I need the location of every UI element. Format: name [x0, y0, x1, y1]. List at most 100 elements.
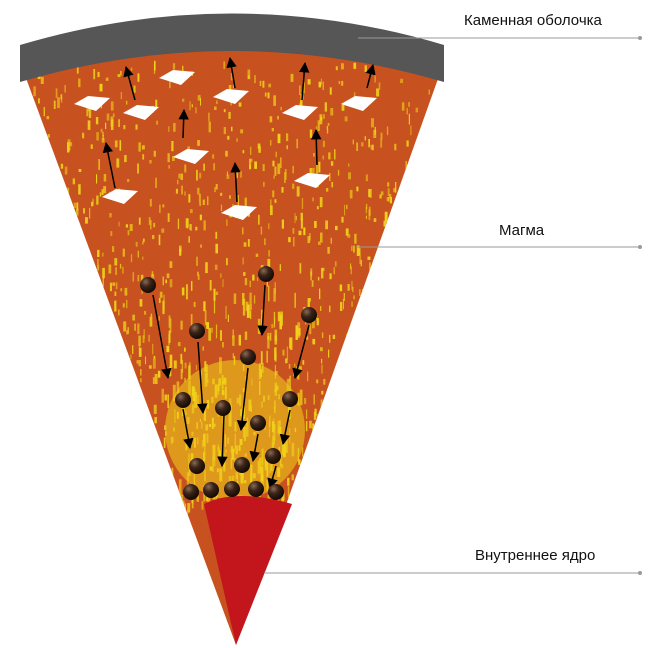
speckle: [196, 257, 197, 266]
speckle: [68, 148, 70, 151]
speckle: [291, 74, 294, 82]
speckle: [104, 174, 107, 182]
speckle: [216, 325, 217, 339]
hot-zone: [165, 360, 305, 500]
speckle: [276, 152, 277, 158]
speckle: [140, 299, 143, 307]
speckle: [366, 207, 367, 214]
speckle: [331, 238, 332, 244]
speckle: [177, 180, 178, 185]
speckle: [167, 394, 169, 408]
speckle: [233, 353, 234, 358]
speckle: [128, 230, 130, 235]
speckle: [323, 156, 324, 160]
speckle: [368, 257, 371, 260]
speckle: [299, 231, 302, 235]
speckle: [319, 82, 322, 88]
speckle: [239, 103, 242, 107]
speckle: [181, 321, 183, 330]
core-leader-dot: [638, 571, 642, 575]
speckle: [221, 205, 222, 211]
speckle: [127, 179, 129, 182]
core-label: Внутреннее ядро: [475, 547, 595, 564]
speckle: [366, 175, 368, 182]
speckle: [102, 132, 104, 137]
speckle: [100, 84, 103, 92]
speckle: [340, 302, 342, 311]
speckle: [410, 126, 411, 136]
speckle: [115, 140, 118, 147]
speckle: [407, 108, 408, 114]
speckle: [351, 281, 352, 290]
speckle: [154, 417, 157, 423]
speckle: [165, 280, 167, 284]
speckle: [314, 221, 317, 228]
speckle: [296, 325, 298, 340]
speckle: [140, 369, 141, 375]
speckle: [163, 277, 164, 286]
speckle: [294, 364, 295, 367]
speckle: [173, 123, 175, 132]
speckle: [387, 127, 388, 136]
speckle: [238, 195, 239, 206]
speckle: [380, 139, 382, 148]
speckle: [321, 268, 323, 279]
speckle: [270, 205, 273, 215]
speckle: [313, 153, 315, 156]
speckle: [402, 102, 405, 110]
speckle: [126, 224, 128, 227]
speckle: [188, 194, 190, 202]
speckle: [38, 98, 40, 103]
speckle: [188, 236, 190, 243]
speckle: [86, 108, 88, 116]
speckle: [214, 187, 216, 192]
speckle: [334, 267, 335, 274]
speckle: [114, 258, 117, 265]
speckle: [223, 279, 224, 287]
speckle: [312, 280, 314, 287]
speckle: [73, 178, 75, 184]
speckle: [205, 262, 208, 273]
speckle: [232, 335, 235, 346]
speckle: [171, 468, 173, 480]
speckle: [159, 205, 160, 213]
speckle: [150, 199, 152, 207]
speckle: [204, 220, 206, 230]
speckle: [190, 209, 193, 213]
speckle: [191, 224, 192, 231]
speckle: [293, 228, 295, 234]
speckle: [181, 369, 183, 379]
speckle: [250, 281, 251, 287]
speckle: [176, 189, 178, 194]
speckle: [212, 154, 214, 158]
speckle: [330, 108, 333, 116]
speckle: [330, 87, 332, 94]
speckle: [142, 242, 143, 245]
speckle: [282, 220, 284, 229]
speckle: [182, 288, 185, 296]
speckle: [203, 200, 205, 206]
speckle: [160, 292, 163, 298]
speckle: [138, 73, 140, 81]
speckle: [280, 157, 282, 168]
speckle: [229, 195, 231, 199]
speckle: [393, 188, 396, 192]
speckle: [231, 127, 233, 132]
speckle: [194, 302, 196, 307]
speckle: [102, 268, 105, 278]
speckle: [268, 84, 271, 88]
speckle: [202, 501, 204, 510]
speckle: [198, 95, 201, 101]
speckle: [228, 112, 230, 119]
speckle: [96, 196, 98, 205]
speckle: [210, 280, 212, 291]
speckle: [78, 79, 80, 88]
speckle: [407, 140, 409, 146]
speckle: [110, 283, 112, 292]
sinking-particle: [258, 266, 274, 282]
speckle: [257, 277, 258, 281]
speckle: [321, 400, 323, 409]
speckle: [65, 167, 68, 175]
speckle: [96, 174, 97, 183]
speckle: [67, 188, 69, 197]
